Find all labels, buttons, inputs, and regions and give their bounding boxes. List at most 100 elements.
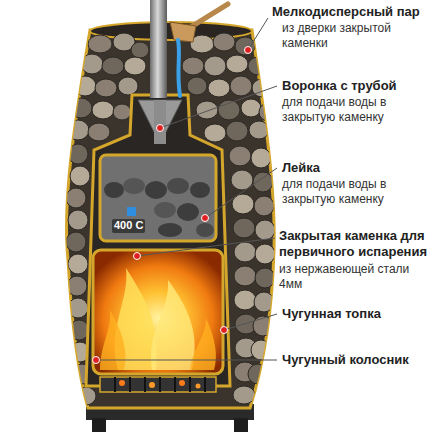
leader-line bbox=[160, 86, 277, 128]
grate bbox=[149, 382, 155, 388]
callout-note: из дверки закрытой каменки bbox=[282, 21, 408, 51]
sauna-stones bbox=[66, 188, 86, 208]
callout-dot bbox=[134, 253, 141, 260]
sauna-stones bbox=[204, 124, 226, 142]
callout-dot bbox=[245, 47, 252, 54]
stove-casing bbox=[86, 95, 230, 386]
sauna-stones bbox=[249, 121, 269, 139]
ladle bbox=[178, 40, 180, 96]
sauna-stones bbox=[67, 120, 89, 140]
sauna-stones bbox=[208, 79, 230, 97]
sauna-stones bbox=[70, 166, 90, 186]
callout-dot bbox=[93, 357, 100, 364]
grate bbox=[100, 377, 216, 392]
sauna-stones bbox=[70, 98, 92, 118]
sauna-stones bbox=[196, 101, 218, 119]
grate bbox=[204, 377, 206, 392]
sauna-stones bbox=[234, 242, 256, 262]
sauna-stones bbox=[95, 79, 117, 97]
callout-note: для подачи воды в закрытую каменку bbox=[282, 177, 408, 207]
sauna-stones bbox=[255, 220, 275, 240]
sauna-stones bbox=[74, 76, 96, 96]
sauna-stones bbox=[113, 104, 131, 120]
closed-stone-chamber bbox=[100, 155, 216, 241]
sauna-stones bbox=[88, 123, 110, 141]
grate bbox=[196, 384, 201, 389]
closed-stone-chamber bbox=[158, 223, 182, 237]
callout-heading: Закрытая каменка для первичного испарени… bbox=[279, 228, 436, 261]
sauna-stones bbox=[259, 103, 277, 121]
sauna-stones bbox=[230, 76, 252, 96]
sauna-stones bbox=[229, 146, 251, 166]
grate bbox=[174, 377, 176, 392]
grate bbox=[189, 377, 191, 392]
barrel-body bbox=[67, 22, 275, 408]
barrel-body bbox=[67, 30, 275, 408]
stove-base bbox=[92, 418, 106, 432]
grate bbox=[119, 380, 125, 386]
temperature-label: 400 С bbox=[112, 219, 145, 233]
closed-stone-chamber bbox=[127, 207, 136, 216]
chimney-pipe bbox=[150, 0, 167, 98]
sauna-stones bbox=[182, 57, 204, 75]
sauna-stones bbox=[255, 244, 275, 264]
sauna-stones bbox=[248, 57, 268, 75]
sauna-stones bbox=[233, 218, 255, 238]
sauna-stones bbox=[241, 99, 261, 117]
leader-line bbox=[224, 314, 277, 330]
sauna-stones bbox=[254, 292, 274, 312]
leader-line bbox=[96, 360, 277, 361]
callout-heading: Чугунный колосник bbox=[282, 352, 432, 368]
grate bbox=[100, 377, 216, 392]
sauna-stones bbox=[66, 232, 86, 252]
sauna-stones bbox=[67, 276, 87, 296]
sauna-stones bbox=[131, 42, 149, 58]
sauna-stones bbox=[118, 77, 138, 95]
closed-stone-chamber bbox=[123, 178, 145, 194]
grate bbox=[114, 377, 116, 392]
leader-line bbox=[96, 18, 277, 360]
sauna-stones bbox=[124, 57, 146, 75]
firebox bbox=[93, 250, 223, 374]
firebox bbox=[100, 310, 125, 370]
sauna-stones bbox=[88, 35, 112, 53]
closed-stone-chamber bbox=[196, 223, 214, 237]
closed-stone-chamber bbox=[145, 181, 167, 199]
sauna-stones bbox=[251, 148, 271, 168]
firebox bbox=[151, 280, 195, 370]
callout-heading: Лейка bbox=[282, 160, 432, 176]
leader-line bbox=[137, 238, 275, 256]
ladle bbox=[170, 4, 228, 96]
sauna-stones bbox=[254, 196, 274, 216]
sauna-stones bbox=[68, 298, 88, 318]
firebox bbox=[93, 250, 223, 374]
sauna-stones bbox=[102, 57, 124, 75]
sauna-stones bbox=[226, 121, 248, 141]
sauna-stones bbox=[253, 316, 273, 336]
grate bbox=[129, 377, 131, 392]
closed-stone-chamber bbox=[177, 203, 199, 221]
closed-stone-chamber bbox=[100, 155, 216, 241]
sauna-stones bbox=[187, 77, 207, 95]
sauna-stones bbox=[66, 33, 277, 405]
stove-base bbox=[234, 418, 248, 432]
callout-heading: Мелкодисперсный пар bbox=[272, 4, 436, 20]
closed-stone-chamber bbox=[104, 182, 124, 198]
sauna-stones bbox=[251, 340, 271, 360]
grate bbox=[144, 377, 146, 392]
leader-line bbox=[205, 168, 277, 218]
callout-dot bbox=[202, 215, 209, 222]
grate bbox=[179, 380, 185, 386]
grate bbox=[159, 377, 161, 392]
closed-stone-chamber bbox=[190, 182, 210, 198]
callout-heading: Чугунная топка bbox=[282, 306, 432, 322]
closed-stone-chamber bbox=[167, 178, 189, 194]
sauna-stones bbox=[233, 386, 255, 404]
closed-stone-chamber bbox=[154, 202, 176, 218]
callout-note: для подачи воды в закрытую каменку bbox=[282, 95, 408, 125]
chimney-pipe bbox=[150, 0, 167, 98]
firebox bbox=[190, 318, 216, 370]
callout-dot bbox=[93, 47, 252, 364]
callout-note: из нержавеющей стали 4мм bbox=[279, 262, 419, 292]
